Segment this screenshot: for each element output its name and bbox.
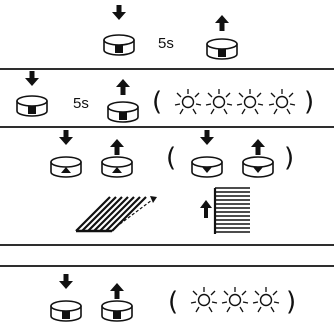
press-arrow-icon xyxy=(200,130,214,145)
blinking-light-icon xyxy=(236,88,264,115)
button-triangle-icon xyxy=(50,156,82,178)
paren-close: ) xyxy=(286,287,296,317)
rotation-arrow-icon xyxy=(119,196,157,225)
release-arrow-icon xyxy=(116,79,130,95)
paren-close: ) xyxy=(284,143,294,173)
blinking-light-icon xyxy=(221,286,249,313)
row-1-duration: 5s xyxy=(158,35,174,52)
shutter-up-arrow-icon xyxy=(200,200,212,218)
button-icon xyxy=(50,300,82,322)
blinking-light-icon xyxy=(174,88,202,115)
press-arrow-icon xyxy=(59,130,73,145)
button-triangle-icon xyxy=(191,156,223,178)
blinking-light-icon xyxy=(190,286,218,313)
row-3: ( ) xyxy=(50,130,294,178)
button-icon xyxy=(206,38,238,60)
release-arrow-icon xyxy=(110,283,124,299)
row-2-duration: 5s xyxy=(73,95,89,112)
button-icon xyxy=(107,101,139,123)
row-1: 5s xyxy=(103,5,238,60)
paren-open: ( xyxy=(152,87,162,117)
press-arrow-icon xyxy=(112,5,126,20)
row-2: 5s ( ) xyxy=(16,71,314,123)
press-arrow-icon xyxy=(25,71,39,86)
paren-open: ( xyxy=(168,287,178,317)
paren-open: ( xyxy=(166,143,176,173)
button-triangle-icon xyxy=(242,156,274,178)
row-4 xyxy=(75,187,250,234)
button-triangle-icon xyxy=(101,156,133,178)
blinking-light-icon xyxy=(268,88,296,115)
blinking-light-icon xyxy=(252,286,280,313)
button-icon xyxy=(101,300,133,322)
venetian-blind-slats-icon xyxy=(75,196,147,233)
row-5: ( ) xyxy=(50,274,296,322)
release-arrow-icon xyxy=(215,15,229,31)
roller-shutter-icon xyxy=(213,187,250,234)
blinking-light-icon xyxy=(205,88,233,115)
paren-close: ) xyxy=(304,87,314,117)
release-arrow-icon xyxy=(110,139,124,155)
button-icon xyxy=(16,95,48,117)
release-arrow-icon xyxy=(251,139,265,155)
press-arrow-icon xyxy=(59,274,73,289)
button-icon xyxy=(103,34,135,56)
